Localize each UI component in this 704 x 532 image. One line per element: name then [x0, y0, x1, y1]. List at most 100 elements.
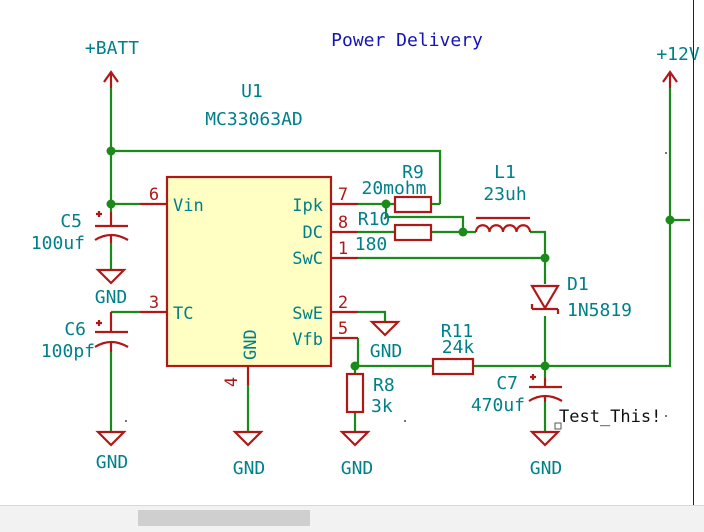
pin-number: 6 [149, 185, 159, 205]
r9-value: 20mohm [361, 178, 426, 199]
c5-capacitor[interactable]: C5 100uf [31, 211, 129, 254]
anchor-square-icon [554, 422, 562, 430]
c6-ref: C6 [64, 319, 86, 340]
schematic-canvas[interactable]: Power Delivery [0, 0, 704, 505]
gnd-label: GND [530, 458, 563, 479]
junction-dot [540, 361, 550, 371]
c6-value: 100pf [41, 341, 95, 362]
pin-name: SwC [292, 249, 323, 269]
d1-ref: D1 [567, 274, 589, 295]
pin-name: TC [173, 304, 193, 324]
u1-ic[interactable]: U1 MC33063AD 6 3 7 8 1 2 5 4 Vin TC Ipk … [140, 81, 358, 387]
wire-out-to-12v [545, 88, 672, 368]
diode-cathode-bar [530, 304, 560, 314]
c7-capacitor[interactable]: C7 470uf [471, 373, 563, 416]
power-arrow-icon [662, 70, 678, 88]
c6-capacitor[interactable]: C6 100pf [41, 312, 129, 362]
pin-name: Ipk [292, 196, 323, 216]
ground-icon [339, 430, 371, 447]
pin-number: 7 [338, 185, 348, 205]
gnd-label: GND [233, 458, 266, 479]
l1-inductor[interactable]: L1 23uh [474, 162, 532, 233]
l1-value: 23uh [483, 184, 526, 205]
r10-resistor[interactable]: R10 180 [355, 209, 433, 255]
diode-triangle [530, 284, 560, 311]
power-12v-label: +12V [656, 44, 700, 65]
resistor-body [345, 372, 365, 414]
r8-ref: R8 [373, 375, 395, 396]
r8-value: 3k [371, 396, 393, 417]
scrollbar-thumb[interactable] [138, 510, 310, 526]
junction-dot [381, 199, 391, 209]
pin-number: 1 [338, 239, 348, 259]
gnd-c7[interactable]: GND [529, 430, 563, 479]
gnd-label: GND [95, 287, 128, 308]
junction-dot [458, 227, 468, 237]
ground-icon [95, 430, 127, 447]
power-batt-label: +BATT [85, 38, 139, 59]
pin-name: GND [241, 329, 261, 360]
d1-diode[interactable]: D1 1N5819 [530, 274, 632, 321]
wire-batt-top [111, 149, 442, 204]
r9-ref: R9 [402, 162, 424, 183]
gnd-u1[interactable]: GND [232, 430, 266, 479]
r10-value: 180 [355, 234, 388, 255]
r11-value: 24k [442, 337, 475, 358]
horizontal-scrollbar[interactable] [0, 505, 704, 532]
gnd-r8[interactable]: GND [339, 430, 374, 479]
plus-icon [96, 211, 102, 217]
power-12v[interactable]: +12V [656, 44, 700, 88]
r9-resistor[interactable]: R9 20mohm [361, 162, 433, 214]
ground-icon [529, 430, 561, 447]
pin-number: 4 [222, 377, 242, 387]
r10-ref: R10 [358, 209, 391, 230]
ground-icon [95, 268, 127, 285]
sheet-title: Power Delivery [331, 30, 483, 51]
gnd-label: GND [96, 452, 129, 473]
power-arrow-icon [103, 70, 119, 88]
pin-number: 8 [338, 213, 348, 233]
u1-ref: U1 [241, 81, 263, 102]
wire-l1-out [530, 230, 547, 284]
pin-name: Vfb [292, 330, 323, 350]
d1-value: 1N5819 [567, 300, 632, 321]
l1-ref: L1 [494, 162, 516, 183]
c5-ref: C5 [60, 211, 82, 232]
c5-value: 100uf [31, 233, 85, 254]
plus-icon [530, 374, 536, 380]
gnd-swe[interactable]: GND [369, 320, 403, 362]
pin-number: 3 [149, 293, 159, 313]
junction-dot [540, 253, 550, 263]
plus-icon [96, 320, 102, 326]
c7-ref: C7 [496, 373, 518, 394]
window-divider [693, 0, 694, 505]
u1-value: MC33063AD [205, 109, 303, 130]
pin-number: 5 [338, 319, 348, 339]
power-batt[interactable]: +BATT [85, 38, 139, 88]
u1-body [165, 175, 333, 368]
inductor-coil [474, 224, 532, 233]
grid-dots [125, 152, 667, 422]
wire-ipk-down [384, 204, 465, 232]
text-annotation[interactable]: Test_This! [554, 407, 661, 430]
junctions [106, 146, 675, 371]
junction-dot [350, 361, 360, 371]
gnd-label: GND [370, 341, 403, 362]
ground-icon [232, 430, 264, 447]
gnd-c6[interactable]: GND [95, 430, 129, 473]
r11-resistor[interactable]: R11 24k [431, 321, 475, 376]
junction-dot [665, 215, 675, 225]
gnd-label: GND [341, 458, 374, 479]
r11-ref: R11 [441, 321, 474, 342]
pin-name: Vin [173, 196, 204, 216]
wire-swe [358, 310, 387, 322]
pin-number: 2 [338, 293, 348, 313]
resistor-body [431, 357, 475, 376]
pin-name: DC [303, 223, 323, 243]
c7-value: 470uf [471, 395, 525, 416]
r8-resistor[interactable]: R8 3k [345, 372, 395, 417]
junction-dot [106, 199, 116, 209]
test-label: Test_This! [559, 407, 661, 427]
gnd-c5[interactable]: GND [95, 268, 128, 308]
resistor-body [393, 223, 433, 242]
